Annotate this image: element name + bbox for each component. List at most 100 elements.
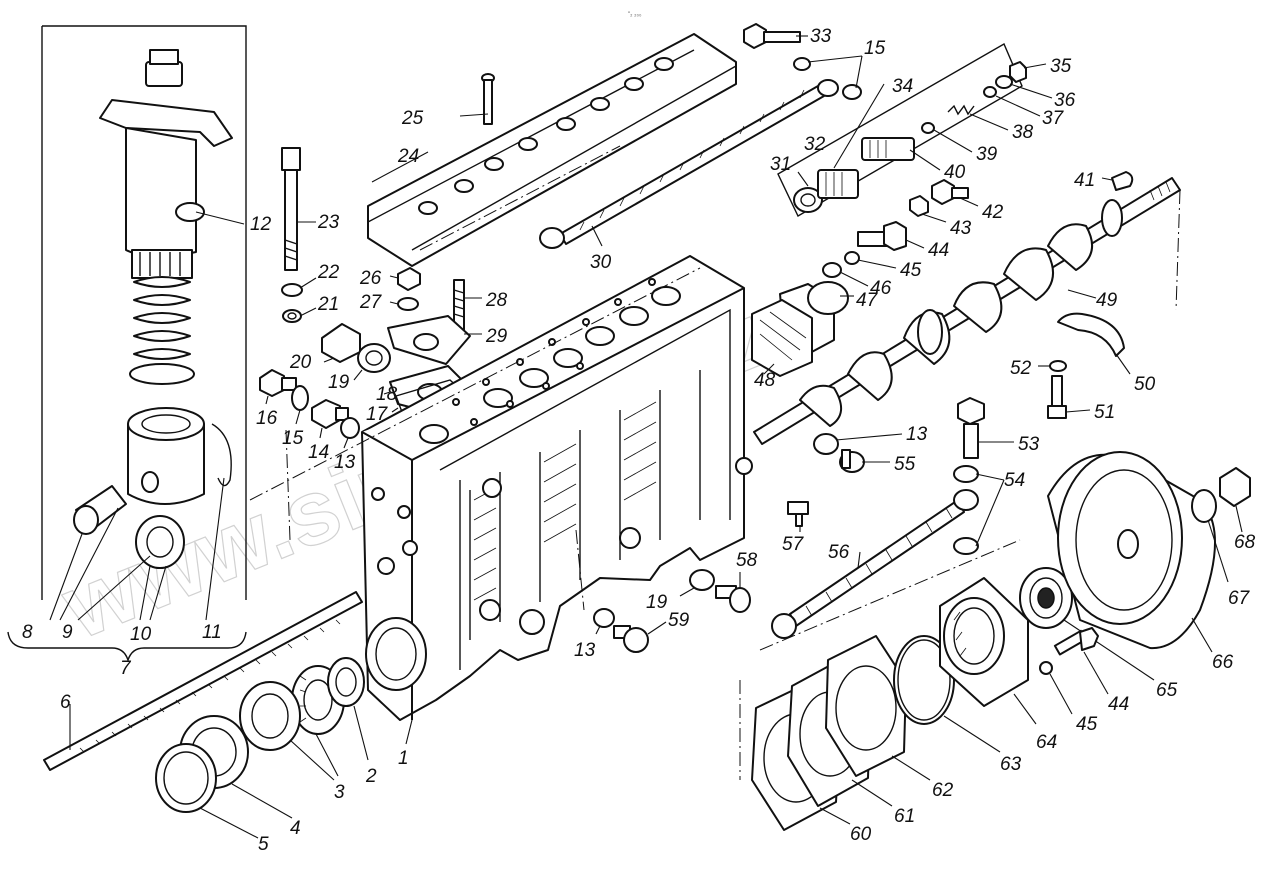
bolt-51 [1047, 375, 1091, 419]
axis-cover [419, 145, 621, 251]
valve-39 [921, 122, 935, 134]
label-29: 29 [485, 326, 508, 347]
control-rack-6 [43, 591, 363, 771]
tappet-9 [127, 407, 205, 505]
label-2: 2 [365, 766, 377, 787]
fuel-pipe-56 [771, 489, 979, 639]
label-53: 53 [1018, 434, 1040, 455]
screw-25 [459, 73, 495, 125]
fitting-32 [817, 169, 859, 199]
cover-plate-24 [367, 33, 737, 267]
label-61: 61 [894, 806, 915, 827]
label-28: 28 [485, 290, 508, 311]
bolt-23 [281, 147, 316, 271]
label-39: 39 [976, 144, 998, 165]
roller-10 [135, 515, 185, 569]
label-8: 8 [22, 622, 33, 643]
bolt-44-bottom [1053, 627, 1109, 695]
label-66: 66 [1212, 652, 1234, 673]
bolt-42 [931, 179, 979, 207]
label-10: 10 [130, 624, 152, 645]
label-54: 54 [1004, 470, 1025, 491]
label-12: 12 [250, 214, 272, 235]
label-55: 55 [894, 454, 916, 475]
ring-52 [1049, 360, 1067, 372]
bearing-shell-50 [1057, 312, 1131, 375]
washer-15-left [291, 385, 309, 425]
label-47: 47 [856, 290, 879, 311]
label-44a: 44 [928, 240, 949, 261]
label-16: 16 [256, 408, 278, 429]
label-21: 21 [317, 294, 339, 315]
bearing-65 [1019, 567, 1155, 681]
screw-57 [787, 501, 809, 532]
bolt-44-top [857, 221, 925, 251]
inset-frame [42, 25, 247, 600]
axis-bottom [575, 529, 585, 611]
bolt-33 [743, 23, 808, 49]
label-23: 23 [317, 212, 340, 233]
label-62: 62 [932, 780, 954, 801]
label-26: 26 [359, 268, 382, 289]
axis-top [249, 267, 701, 501]
label-5: 5 [258, 834, 269, 855]
bolt-58 [715, 572, 751, 613]
nut-68 [1219, 467, 1251, 533]
label-45a: 45 [900, 260, 922, 281]
washer-54a [953, 465, 979, 483]
fitting-14 [311, 399, 349, 439]
part-number-labels: 1 2 3 4 5 6 7 8 9 10 11 12 13 13 13 14 1… [22, 26, 1256, 855]
label-7: 7 [120, 658, 132, 679]
pin-8 [73, 485, 127, 535]
washer-45-top [844, 251, 860, 265]
axis-left [285, 429, 291, 541]
valve-40 [861, 137, 915, 161]
label-30: 30 [590, 252, 612, 273]
label-52: 52 [1010, 358, 1032, 379]
pump-element-12 [99, 49, 233, 385]
label-3: 3 [334, 782, 345, 803]
washer-19-bottom [679, 569, 715, 597]
washer-22 [281, 277, 317, 297]
label-31: 31 [770, 154, 791, 175]
label-67: 67 [1228, 588, 1251, 609]
washer-27 [389, 297, 419, 311]
label-32: 32 [804, 134, 826, 155]
label-46: 46 [870, 278, 892, 299]
label-35: 35 [1050, 56, 1072, 77]
drive-flange-66 [1047, 451, 1216, 653]
label-15a: 15 [282, 428, 304, 449]
label-43: 43 [950, 218, 972, 239]
fuel-tube-30 [539, 79, 839, 249]
label-50: 50 [1134, 374, 1156, 395]
circlip-11 [211, 423, 232, 487]
label-56: 56 [828, 542, 850, 563]
label-51: 51 [1094, 402, 1115, 423]
label-58: 58 [736, 550, 758, 571]
key-41 [1101, 171, 1134, 191]
washer-37 [983, 86, 997, 98]
plug-20 [321, 323, 361, 363]
nut-26 [389, 267, 421, 291]
label-27: 27 [359, 292, 383, 313]
label-45b: 45 [1076, 714, 1098, 735]
bracket-7 [7, 631, 247, 663]
label-33: 33 [810, 26, 832, 47]
plunger-section-inset [7, 25, 247, 663]
label-15b: 15 [864, 38, 886, 59]
pump-housing-1 [361, 255, 753, 745]
label-44b: 44 [1108, 694, 1129, 715]
label-48: 48 [754, 370, 776, 391]
header-mark: "₂ ₂₀₀ [628, 12, 642, 18]
washer-46 [822, 262, 842, 278]
washer-15-top [793, 55, 863, 100]
camshaft-49 [753, 177, 1181, 445]
label-40: 40 [944, 162, 966, 183]
axis-right [1175, 189, 1181, 311]
bolt-59 [613, 621, 667, 653]
flange-64 [939, 577, 1037, 725]
nut-35 [1009, 61, 1027, 83]
label-59: 59 [668, 610, 690, 631]
label-57: 57 [782, 534, 805, 555]
label-11: 11 [202, 622, 222, 643]
